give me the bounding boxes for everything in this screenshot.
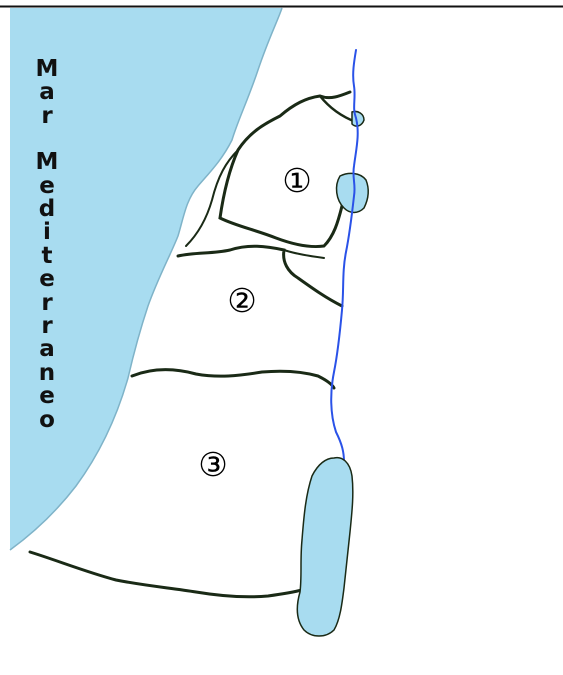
- coastline: [9, 7, 283, 551]
- region-3-south-border: [28, 550, 304, 599]
- sea-of-galilee: [335, 172, 369, 214]
- sea-label-letter: i: [43, 219, 51, 246]
- mediterranean-sea: [10, 8, 282, 550]
- sea-label-letter: r: [41, 102, 53, 129]
- region-1-label: ①: [282, 160, 312, 200]
- region-2-border: [176, 244, 344, 308]
- region-3-border: [130, 368, 336, 390]
- sea-label-letter: r: [41, 289, 53, 316]
- sea-label-letter: r: [41, 313, 53, 340]
- sea-label-letter: e: [39, 172, 55, 199]
- sea-label-letter: a: [39, 79, 55, 106]
- region-3-label: ③: [198, 444, 228, 484]
- sea-label-letter: o: [39, 406, 55, 433]
- region-2-inner-edge: [283, 249, 325, 259]
- sea-label-letter: M: [35, 56, 59, 82]
- region-1-border: [218, 90, 352, 248]
- sea-label-letter: e: [39, 383, 55, 410]
- sea-label-letter: a: [39, 336, 55, 363]
- region-1-north-edge: [318, 94, 358, 124]
- jordan-river: [330, 49, 359, 463]
- sea-label-letter: t: [41, 242, 53, 269]
- sea-label-letter: d: [38, 196, 56, 223]
- sea-label-letter: n: [38, 359, 56, 386]
- region-2-label: ②: [227, 280, 257, 320]
- region-1-coast-edge: [185, 149, 239, 247]
- sea-label-letter: M: [35, 149, 59, 176]
- dead-sea: [296, 456, 354, 637]
- sea-label-letter: e: [39, 266, 55, 293]
